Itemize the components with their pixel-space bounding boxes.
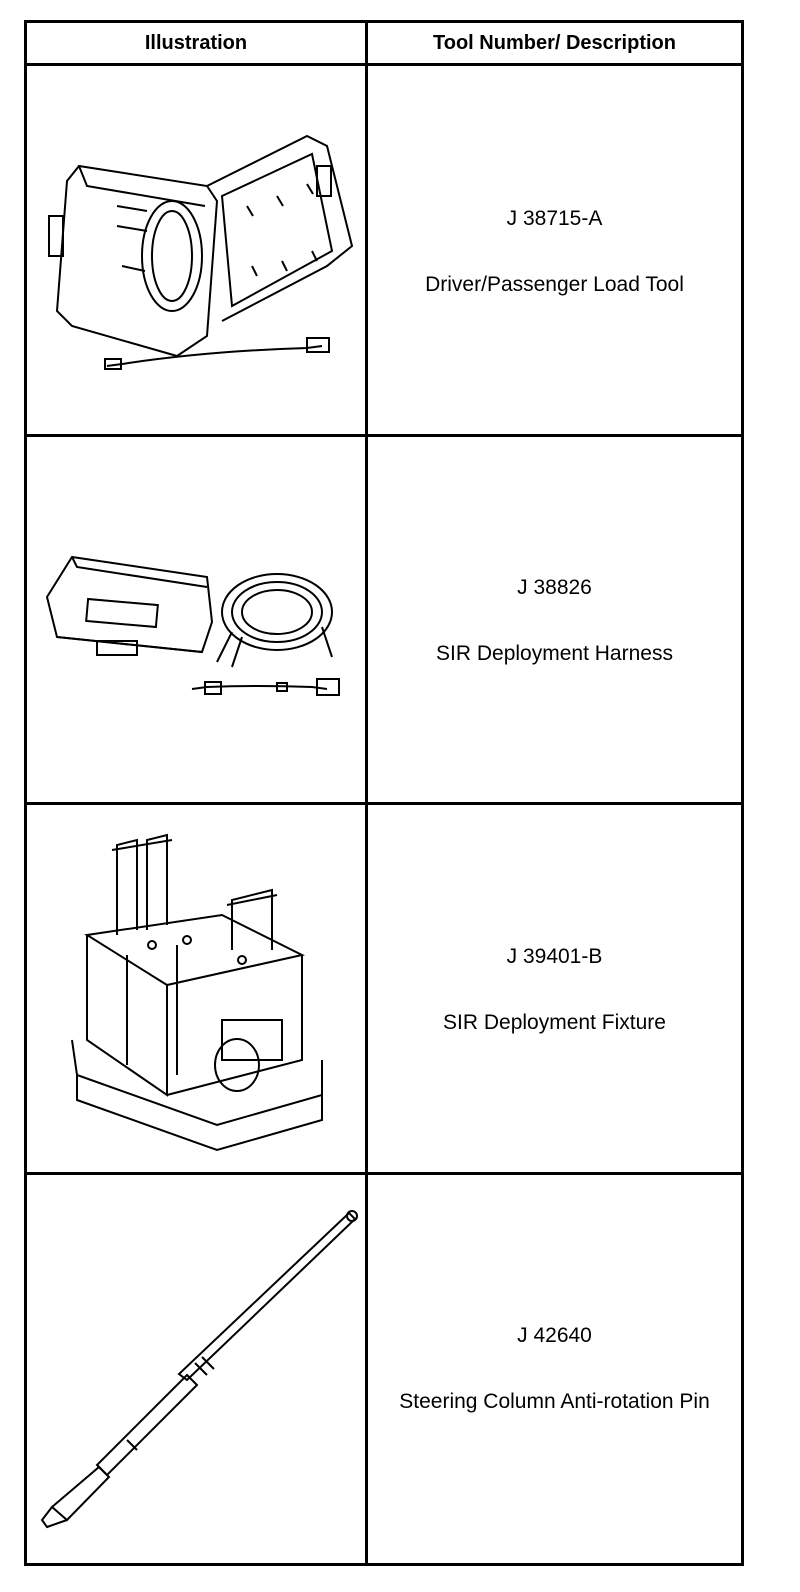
tool-description: SIR Deployment Fixture <box>443 1011 666 1034</box>
table-row: J 42640 Steering Column Anti-rotation Pi… <box>27 1175 741 1563</box>
tool-description-cell: J 38715-A Driver/Passenger Load Tool <box>368 66 741 437</box>
row-divider <box>27 1172 741 1175</box>
tools-table: Illustration Tool Number/ Description <box>24 20 744 1566</box>
tool-description-cell: J 39401-B SIR Deployment Fixture <box>368 805 741 1175</box>
row-divider <box>27 802 741 805</box>
header-tool-description: Tool Number/ Description <box>433 31 676 54</box>
table-row: J 38826 SIR Deployment Harness <box>27 437 741 805</box>
table-row: J 38715-A Driver/Passenger Load Tool <box>27 66 741 437</box>
tool-number: J 39401-B <box>506 945 603 968</box>
tool-number: J 38715-A <box>506 206 603 230</box>
tool-description-cell: J 42640 Steering Column Anti-rotation Pi… <box>368 1175 741 1563</box>
deployment-fixture-icon <box>27 805 365 1175</box>
table-header: Illustration Tool Number/ Description <box>27 23 741 66</box>
tool-description: SIR Deployment Harness <box>436 642 673 665</box>
tool-description: Steering Column Anti-rotation Pin <box>399 1390 710 1413</box>
anti-rotation-pin-icon <box>27 1175 365 1563</box>
tool-description: Driver/Passenger Load Tool <box>425 272 684 296</box>
header-illustration: Illustration <box>144 31 248 54</box>
column-divider <box>365 23 368 1563</box>
tool-description-cell: J 38826 SIR Deployment Harness <box>368 437 741 805</box>
tool-number: J 38826 <box>517 576 592 599</box>
deployment-harness-icon <box>27 437 365 805</box>
tool-number: J 42640 <box>517 1324 592 1347</box>
table-row: J 39401-B SIR Deployment Fixture <box>27 805 741 1175</box>
load-tool-case-icon <box>27 66 365 437</box>
row-divider <box>27 434 741 437</box>
